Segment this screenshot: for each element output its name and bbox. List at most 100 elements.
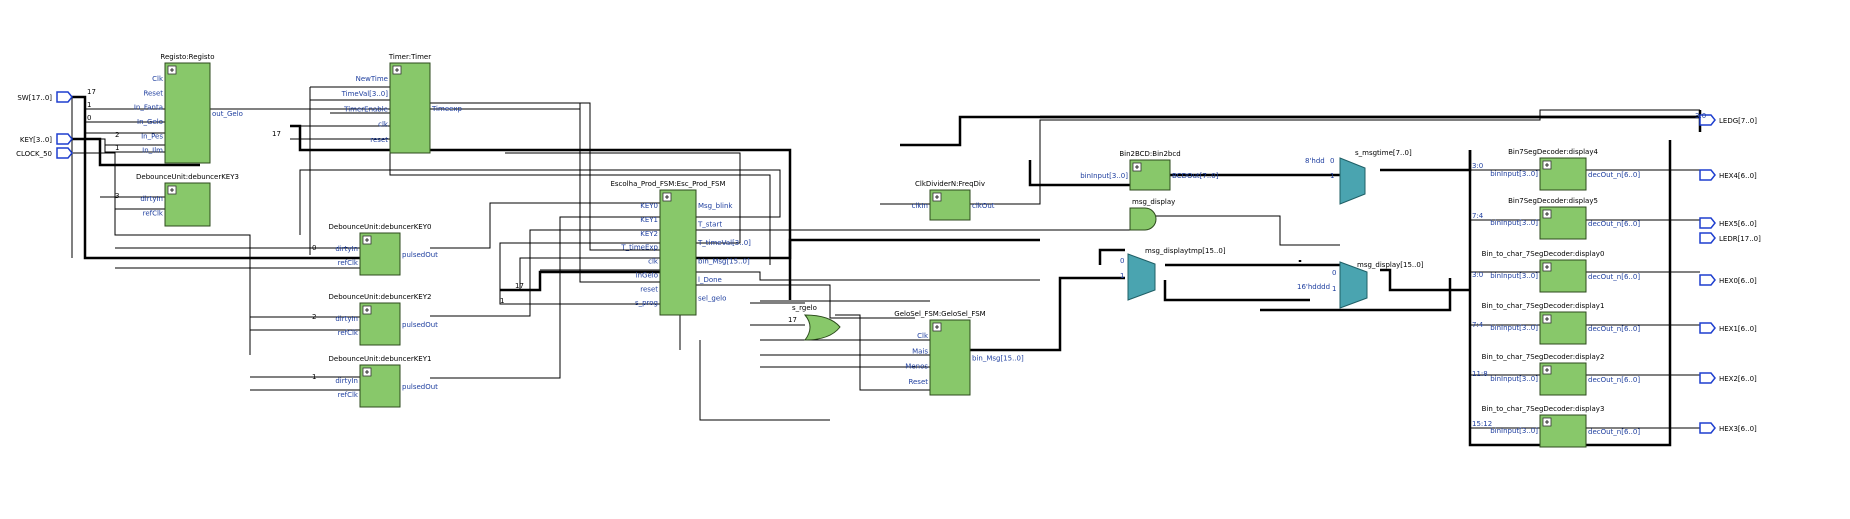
output-pin[interactable]: HEX0[6..0]	[1699, 274, 1757, 286]
mux-in1: 1	[1332, 285, 1336, 293]
input-pin[interactable]: KEY[3..0]	[20, 133, 73, 145]
bus-width: 17	[272, 130, 281, 138]
mux-msg-displaytmp[interactable]: msg_displaytmp[15..0] 0 1	[1120, 247, 1226, 301]
expand-icon[interactable]	[1542, 314, 1552, 324]
mux-msg-display[interactable]: msg_display[15..0] 16'hdddd 0 1	[1297, 261, 1424, 309]
expand-icon[interactable]	[362, 367, 372, 377]
expand-icon[interactable]	[362, 235, 372, 245]
block-output-port: bin_Msg[15..0]	[972, 355, 1024, 363]
expand-icon[interactable]	[167, 65, 177, 75]
block-input-port: clkIn	[912, 202, 928, 210]
bus-width: 1	[115, 144, 119, 152]
block-title: DebounceUnit:debuncerKEY0	[329, 223, 432, 231]
block-output-port: decOut_n[6..0]	[1588, 325, 1640, 333]
block-output-port: sel_gelo	[698, 295, 726, 303]
block-disp0[interactable]: Bin_to_char_7SegDecoder:display0binInput…	[1482, 250, 1641, 293]
bus-slice: 3:0	[1695, 112, 1706, 120]
block-input-port: In_Gelo	[137, 118, 163, 126]
output-pin-label: LEDG[7..0]	[1719, 117, 1757, 125]
mux-s-msgtime[interactable]: s_msgtime[7..0] 8'hdd 0 1	[1305, 149, 1412, 205]
output-pin[interactable]: HEX2[6..0]	[1699, 372, 1757, 384]
output-pin-label: LEDR[17..0]	[1719, 235, 1761, 243]
block-disp3[interactable]: Bin_to_char_7SegDecoder:display3 binInput…	[1482, 405, 1641, 448]
block-deb0[interactable]: DebounceUnit:debuncerKEY0dirtyInrefClkpu…	[329, 223, 439, 276]
block-timer[interactable]: Timer:TimerNewTimeTimeVal[3..0]TimerEnab…	[341, 53, 463, 154]
block-deb1[interactable]: DebounceUnit:debuncerKEY1dirtyInrefClkpu…	[329, 355, 439, 408]
block-input-port: Clk	[152, 75, 164, 83]
block-output-port: clkOut	[972, 202, 995, 210]
block-input-port: clk	[378, 121, 389, 129]
output-pin-label: HEX5[6..0]	[1719, 220, 1757, 228]
block-title: GeloSel_FSM:GeloSel_FSM	[894, 310, 985, 318]
expand-icon[interactable]	[392, 65, 402, 75]
block-esc[interactable]: Escolha_Prod_FSM:Esc_Prod_FSMKEY0KEY1KEY…	[610, 180, 751, 316]
block-input-port: dirtyIn	[335, 377, 358, 385]
expand-icon[interactable]	[1542, 365, 1552, 375]
block-title: Bin7SegDecoder:display5	[1508, 197, 1598, 205]
expand-icon[interactable]	[932, 192, 942, 202]
gates: msg_display s_rgelo	[792, 198, 1175, 341]
output-pin[interactable]: HEX5[6..0]	[1699, 217, 1757, 229]
expand-icon[interactable]	[167, 185, 177, 195]
output-pin[interactable]: LEDG[7..0]	[1699, 114, 1757, 126]
and-gate-msg-display[interactable]: msg_display	[1129, 198, 1175, 231]
block-output-port: T_timeVal[3..0]	[697, 239, 751, 247]
input-pin-label: CLOCK_50	[16, 150, 52, 158]
expand-icon[interactable]	[662, 192, 672, 202]
input-pin[interactable]: CLOCK_50	[16, 147, 73, 159]
output-pin[interactable]: HEX3[6..0]	[1699, 422, 1757, 434]
bus-width: 2	[115, 131, 119, 139]
expand-icon[interactable]	[1542, 209, 1552, 219]
block-deb2[interactable]: DebounceUnit:debuncerKEY2dirtyInrefClkpu…	[329, 293, 439, 346]
block-disp5[interactable]: Bin7SegDecoder:display5binInput[3..0]dec…	[1490, 197, 1640, 240]
mux-sel: 0	[1332, 269, 1336, 277]
output-pin-label: HEX0[6..0]	[1719, 277, 1757, 285]
blocks: Registo:RegistoClkResetIn_FantaIn_GeloIn…	[134, 53, 1641, 448]
block-bin2bcd[interactable]: Bin2BCD:Bin2bcdbinInput[3..0]BCDOut[7..0…	[1080, 150, 1219, 191]
block-body	[164, 62, 211, 164]
block-output-port: decOut_n[6..0]	[1588, 376, 1640, 384]
output-pin[interactable]: HEX4[6..0]	[1699, 169, 1757, 181]
block-body	[659, 189, 697, 316]
bus-width: 0	[312, 244, 316, 252]
input-pin-label: KEY[3..0]	[20, 136, 52, 144]
block-input-port: inGelo	[636, 271, 658, 279]
mux-sel: 0	[1330, 157, 1334, 165]
expand-icon[interactable]	[1542, 417, 1552, 427]
block-input-port: Mais	[912, 347, 928, 355]
block-title: Bin_to_char_7SegDecoder:display3	[1482, 405, 1605, 413]
output-pin[interactable]: HEX1[6..0]	[1699, 322, 1757, 334]
expand-icon[interactable]	[1132, 162, 1142, 172]
output-pin-label: HEX2[6..0]	[1719, 375, 1757, 383]
bus-width: 2	[312, 313, 316, 321]
block-disp2[interactable]: Bin_to_char_7SegDecoder:display2binInput…	[1482, 353, 1641, 396]
block-input-port: Menos	[905, 363, 928, 371]
block-disp1[interactable]: Bin_to_char_7SegDecoder:display1binInput…	[1482, 302, 1641, 345]
expand-icon[interactable]	[932, 322, 942, 332]
block-output-port: l_Done	[698, 276, 722, 284]
expand-icon[interactable]	[1542, 262, 1552, 272]
expand-icon[interactable]	[362, 305, 372, 315]
block-registo[interactable]: Registo:RegistoClkResetIn_FantaIn_GeloIn…	[134, 53, 243, 164]
mux-const: 16'hdddd	[1297, 283, 1330, 291]
block-input-port: refClk	[338, 391, 359, 399]
block-disp4[interactable]: Bin7SegDecoder:display4binInput[3..0]dec…	[1490, 148, 1640, 191]
block-output-port: pulsedOut	[402, 251, 438, 259]
or-gate-s-rgelo[interactable]: s_rgelo	[792, 304, 841, 341]
bus-width: 17	[87, 88, 96, 96]
block-input-port: KEY0	[640, 202, 658, 210]
block-title: Escolha_Prod_FSM:Esc_Prod_FSM	[610, 180, 725, 188]
muxes: s_msgtime[7..0] 8'hdd 0 1 msg_displaytmp…	[1120, 149, 1424, 309]
block-input-port: binInput[3..0]	[1490, 170, 1538, 178]
block-title: Registo:Registo	[160, 53, 214, 61]
output-pin[interactable]: LEDR[17..0]	[1699, 232, 1761, 244]
block-output-port: BCDOut[7..0]	[1172, 172, 1219, 180]
block-input-port: TimeVal[3..0]	[341, 90, 389, 98]
expand-icon[interactable]	[1542, 160, 1552, 170]
mux-const: 8'hdd	[1305, 157, 1325, 165]
block-gelosel[interactable]: GeloSel_FSM:GeloSel_FSMClkMaisMenosReset…	[894, 310, 1024, 396]
input-pin[interactable]: SW[17..0]	[17, 91, 73, 103]
block-input-port: binInput[3..0]	[1490, 427, 1538, 435]
